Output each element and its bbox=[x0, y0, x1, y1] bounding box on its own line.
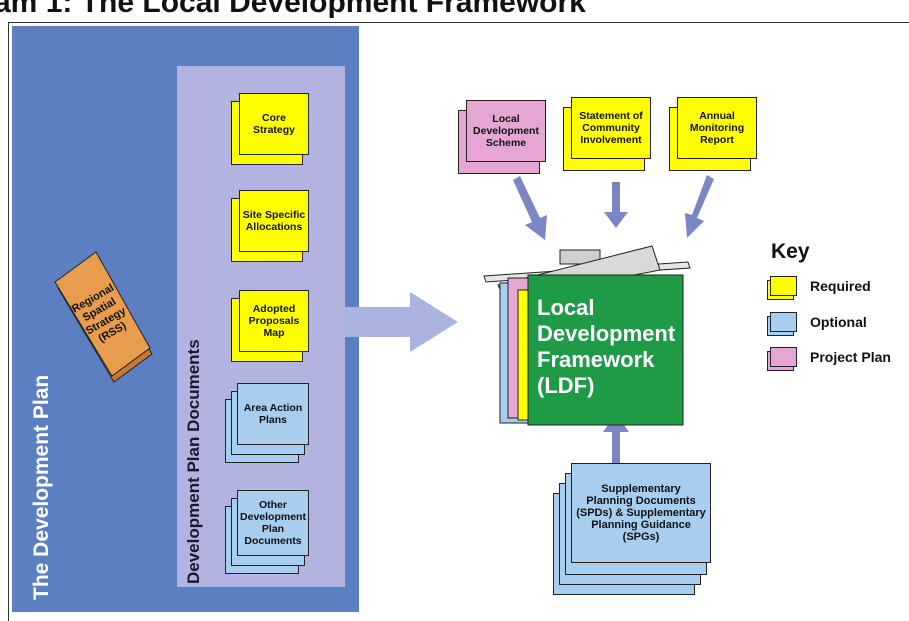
folder-site-specific-allocations: Site Specific Allocations bbox=[231, 190, 311, 265]
page-title: am 1: The Local Development Framework bbox=[0, 0, 586, 19]
arrow-from-sci bbox=[604, 182, 628, 228]
frame-top-line bbox=[8, 22, 909, 23]
arrow-from-scheme bbox=[513, 176, 547, 240]
folder-statement-of-community-involvement: Statement of Community Involvement bbox=[563, 97, 655, 177]
big-arrow-right bbox=[345, 292, 458, 352]
rss-booklet bbox=[54, 251, 153, 383]
folder-adopted-proposals-map: Adopted Proposals Map bbox=[231, 290, 311, 365]
arrow-from-amr bbox=[685, 175, 714, 238]
ldf-folder-graphic bbox=[483, 245, 691, 426]
ldf-label: Local Development Framework (LDF) bbox=[537, 295, 676, 398]
folder-area-action-plans: Area Action Plans bbox=[225, 383, 315, 468]
arrow-from-spd bbox=[603, 414, 629, 470]
folder-annual-monitoring-report: Annual Monitoring Report bbox=[669, 97, 761, 177]
key-title: Key bbox=[771, 240, 810, 263]
folder-core-strategy: Core Strategy bbox=[231, 93, 311, 168]
folder-local-development-scheme: Local Development Scheme bbox=[458, 100, 550, 180]
folder-other-development-plan-documents: Other Development Plan Documents bbox=[225, 490, 315, 580]
folder-supplementary-planning-documents: Supplementary Planning Documents (SPDs) … bbox=[553, 463, 713, 603]
frame-left-line bbox=[8, 22, 9, 621]
